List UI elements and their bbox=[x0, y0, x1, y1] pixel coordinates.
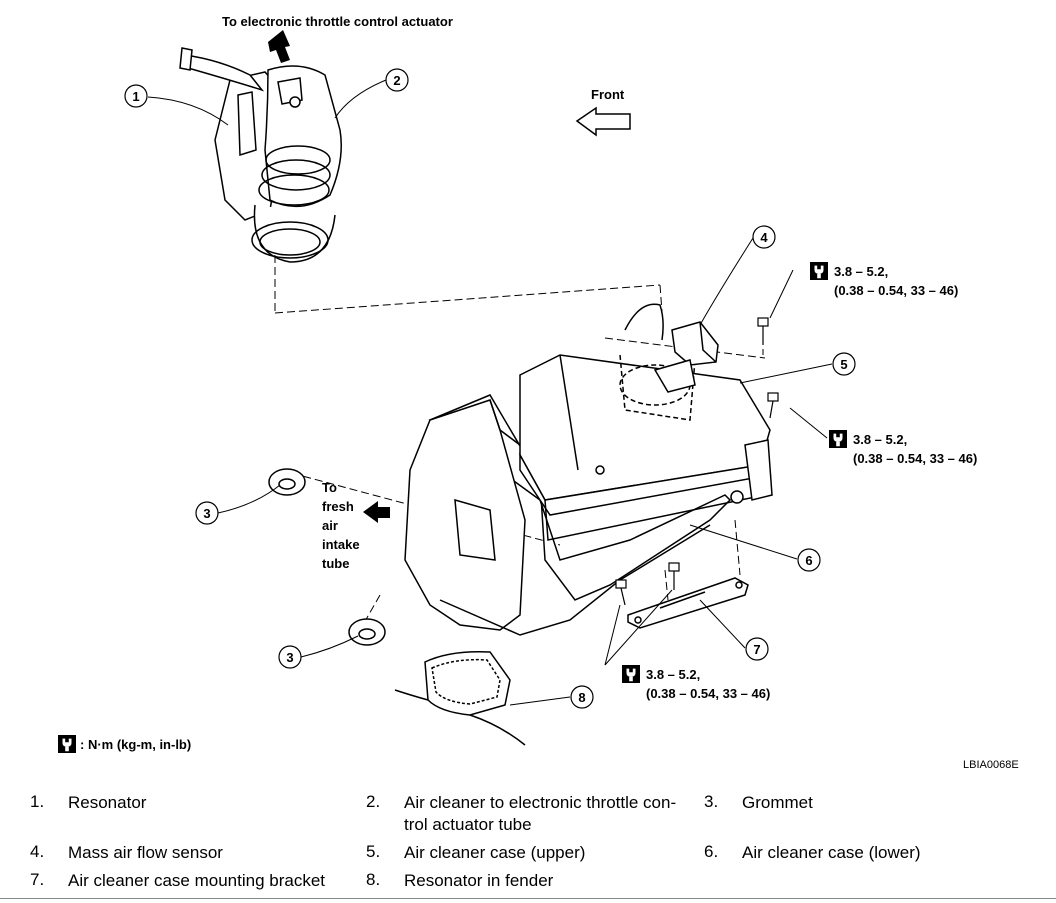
svg-text:6: 6 bbox=[805, 553, 812, 568]
air-cleaner-case bbox=[404, 354, 773, 636]
svg-text:(0.38 – 0.54, 33 – 46): (0.38 – 0.54, 33 – 46) bbox=[834, 283, 958, 298]
torque-wrench-icon bbox=[622, 665, 640, 683]
torque-spec-1: 3.8 – 5.2, (0.38 – 0.54, 33 – 46) bbox=[810, 262, 958, 298]
svg-text:3.8 – 5.2,: 3.8 – 5.2, bbox=[853, 432, 907, 447]
figure-code: LBIA0068E bbox=[963, 759, 1019, 771]
torque-wrench-icon bbox=[829, 430, 847, 448]
svg-text:2: 2 bbox=[393, 73, 400, 88]
fresh-air-label: To fresh air intake tube bbox=[322, 480, 360, 571]
parts-legend: 1.Resonator 2. Air cleaner to electronic… bbox=[0, 784, 1056, 894]
mounting-bracket bbox=[627, 577, 749, 629]
torque-spec-2: 3.8 – 5.2, (0.38 – 0.54, 33 – 46) bbox=[829, 430, 977, 466]
front-arrow-icon bbox=[575, 106, 631, 137]
svg-text:intake: intake bbox=[322, 537, 360, 552]
callout-3b: 3 bbox=[278, 645, 302, 669]
svg-text:7: 7 bbox=[753, 642, 760, 657]
svg-text:(0.38 – 0.54, 33 – 46): (0.38 – 0.54, 33 – 46) bbox=[853, 451, 977, 466]
torque-spec-3: 3.8 – 5.2, (0.38 – 0.54, 33 – 46) bbox=[622, 665, 770, 701]
grommet-icons bbox=[268, 468, 386, 646]
svg-text:: N·m (kg-m, in-lb): : N·m (kg-m, in-lb) bbox=[80, 737, 191, 752]
throttle-arrow-icon bbox=[268, 30, 290, 63]
front-label: Front bbox=[591, 87, 625, 102]
bolt-icons bbox=[615, 317, 779, 606]
callout-3a: 3 bbox=[195, 501, 219, 525]
svg-text:3: 3 bbox=[286, 650, 293, 665]
svg-text:3: 3 bbox=[203, 506, 210, 521]
exploded-diagram: To electronic throttle control actuator … bbox=[58, 14, 1019, 771]
svg-text:5: 5 bbox=[840, 357, 847, 372]
svg-text:(0.38 – 0.54, 33 – 46): (0.38 – 0.54, 33 – 46) bbox=[646, 686, 770, 701]
svg-text:To: To bbox=[322, 480, 337, 495]
svg-text:fresh: fresh bbox=[322, 499, 354, 514]
callout-8: 8 bbox=[570, 685, 594, 709]
throttle-label: To electronic throttle control actuator bbox=[222, 14, 453, 29]
svg-text:3.8 – 5.2,: 3.8 – 5.2, bbox=[646, 667, 700, 682]
callout-7: 7 bbox=[745, 637, 769, 661]
callout-6: 6 bbox=[797, 548, 821, 572]
part-item-2: 2. Air cleaner to electronic throttle co… bbox=[366, 792, 677, 834]
resonator-in-fender bbox=[394, 650, 526, 746]
part-item-8: 8.Resonator in fender bbox=[366, 870, 554, 890]
callout-2: 2 bbox=[385, 68, 409, 92]
bottom-rule bbox=[0, 898, 1056, 899]
part-item-5: 5.Air cleaner case (upper) bbox=[366, 842, 586, 862]
svg-text:air: air bbox=[322, 518, 338, 533]
torque-wrench-icon bbox=[810, 262, 828, 280]
part-item-7: 7.Air cleaner case mounting bracket bbox=[30, 870, 326, 890]
part-item-3: 3.Grommet bbox=[704, 792, 813, 812]
svg-text:8: 8 bbox=[578, 690, 585, 705]
callout-4: 4 bbox=[752, 225, 776, 249]
resonator-tube-assembly bbox=[179, 47, 342, 263]
svg-text:3.8 – 5.2,: 3.8 – 5.2, bbox=[834, 264, 888, 279]
fresh-air-arrow-icon bbox=[363, 501, 390, 523]
unit-legend: : N·m (kg-m, in-lb) bbox=[58, 735, 191, 753]
part-item-1: 1.Resonator bbox=[30, 792, 147, 812]
svg-text:tube: tube bbox=[322, 556, 349, 571]
mass-air-flow-sensor bbox=[624, 303, 719, 393]
leader-lines bbox=[147, 79, 833, 706]
callout-1: 1 bbox=[124, 84, 148, 108]
torque-wrench-icon bbox=[58, 735, 76, 753]
callout-5: 5 bbox=[832, 352, 856, 376]
part-item-6: 6.Air cleaner case (lower) bbox=[704, 842, 921, 862]
svg-text:4: 4 bbox=[760, 230, 768, 245]
svg-text:1: 1 bbox=[132, 89, 139, 104]
part-item-4: 4.Mass air flow sensor bbox=[30, 842, 223, 862]
